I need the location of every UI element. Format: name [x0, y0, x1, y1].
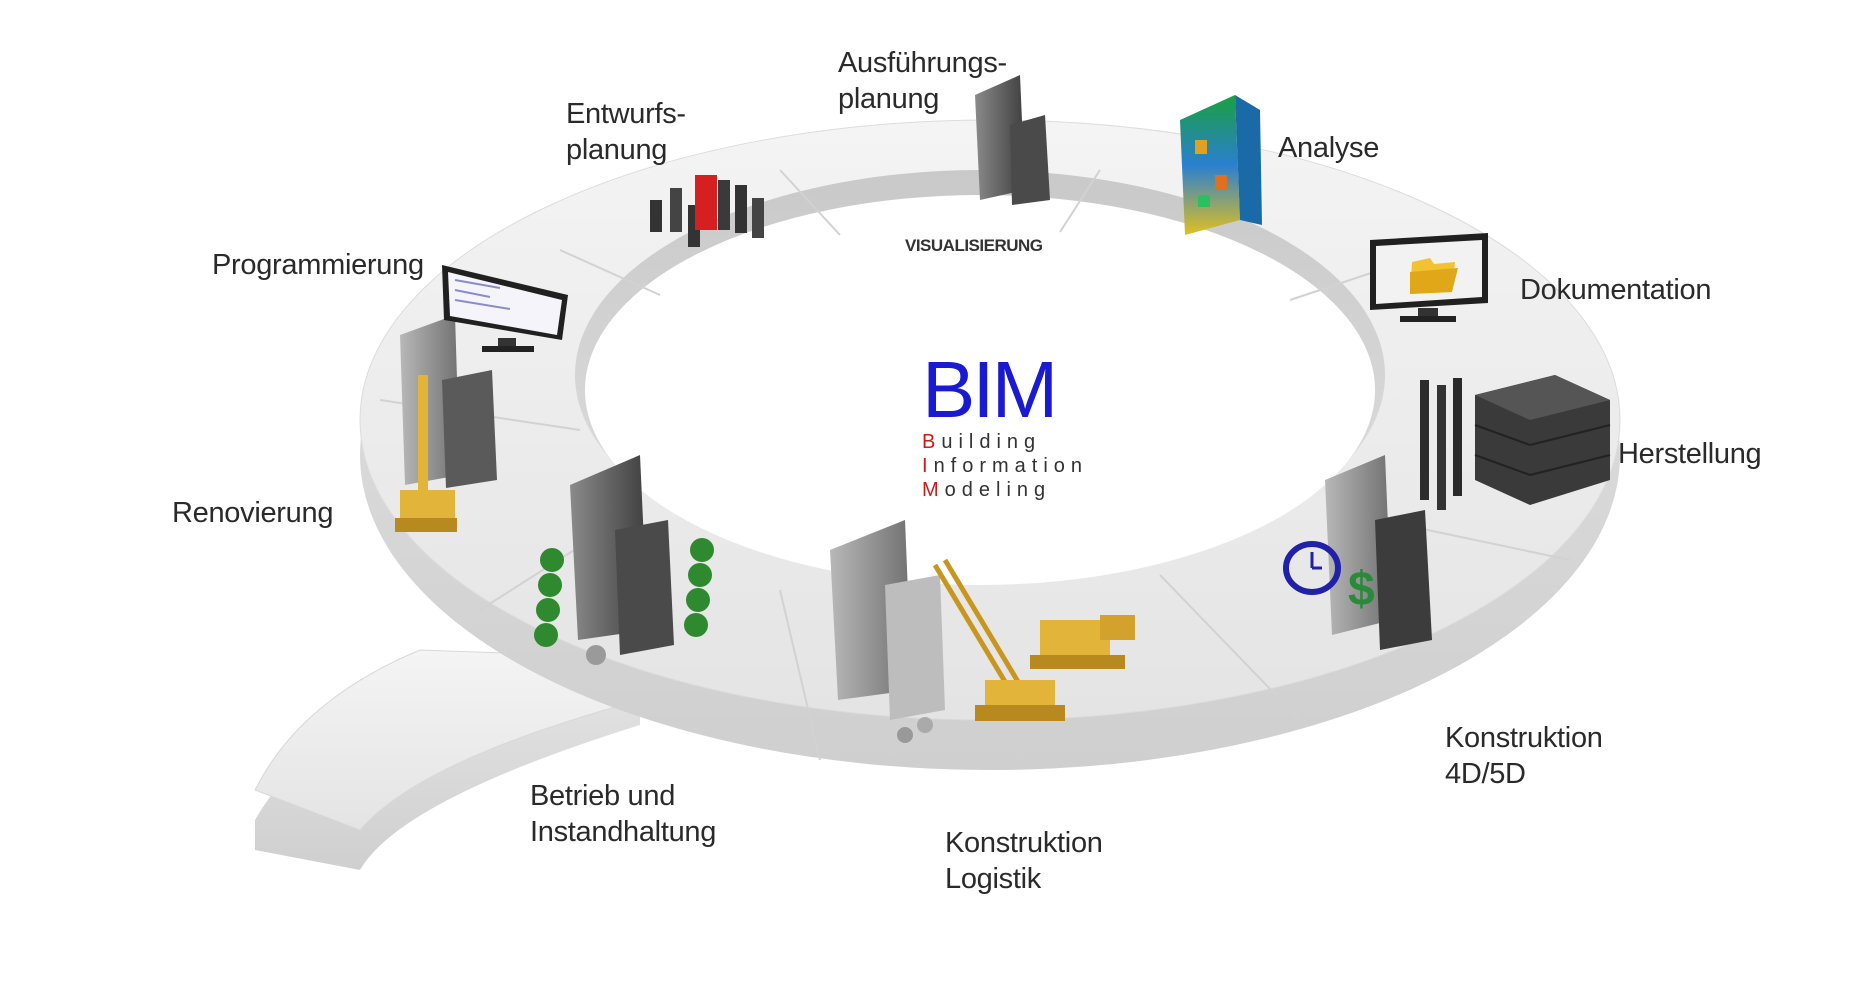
dollar-icon: $ — [1348, 563, 1375, 616]
bricks-icon — [1420, 375, 1611, 510]
stage-label-herstellung: Herstellung — [1618, 438, 1762, 470]
stage-label-programmierung: Programmierung — [212, 249, 424, 281]
ring-tail — [254, 649, 642, 870]
bim-word-building: Building — [922, 431, 1042, 453]
design-model-icon — [650, 175, 764, 247]
stage-label-konstruktion-4d5d: Konstruktion 4D/5D — [1445, 722, 1603, 790]
svg-text:$: $ — [1348, 563, 1375, 616]
clock-icon — [1283, 541, 1341, 595]
bim-word-modeling: Modeling — [922, 479, 1052, 501]
stage-label-analyse: Analyse — [1278, 132, 1380, 164]
stage-label-betrieb: Betrieb und Instandhaltung — [530, 780, 717, 848]
stage-label-renovierung: Renovierung — [172, 497, 334, 529]
building-icon — [400, 315, 497, 488]
bim-word-information: Information — [922, 455, 1089, 477]
stage-label-ausfuehrungsplanung: Ausführungs- planung — [838, 47, 1007, 115]
stage-label-dokumentation: Dokumentation — [1520, 274, 1712, 306]
tree-icon — [534, 538, 714, 647]
crane-icon — [932, 558, 1023, 692]
bim-title: BIM — [922, 345, 1058, 434]
lifecycle-ring — [359, 119, 1621, 770]
crane-icon — [975, 615, 1135, 721]
stage-label-konstruktion-logistik: Konstruktion Logistik — [945, 827, 1103, 895]
crane-icon — [395, 375, 457, 532]
monitor-icon — [442, 265, 568, 352]
building-icon — [570, 455, 674, 655]
building-icon — [975, 75, 1050, 205]
monitor-icon — [1370, 233, 1488, 322]
building-icon — [1325, 455, 1432, 650]
ring-label: VISUALISIERUNG — [905, 236, 1043, 255]
building-icon — [830, 520, 945, 720]
analysis-model-icon — [1180, 95, 1262, 235]
bim-logo: BIM Building Information Modeling — [922, 350, 1082, 502]
stage-label-entwurfsplanung: Entwurfs- planung — [566, 98, 686, 166]
folder-icon — [1410, 258, 1458, 294]
